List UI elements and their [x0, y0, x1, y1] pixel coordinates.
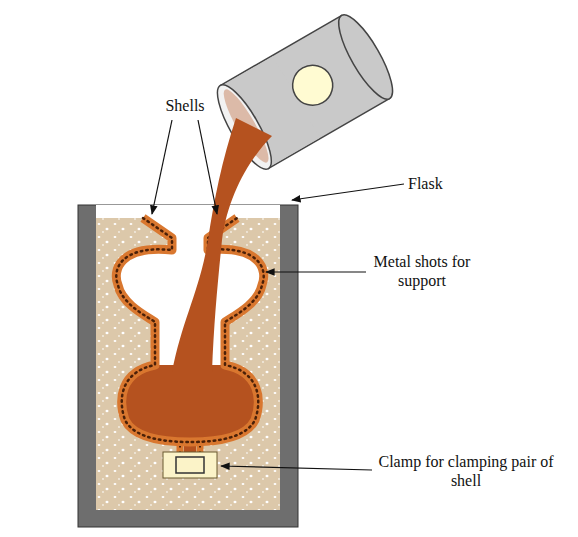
- metal-stream: [172, 118, 272, 372]
- part-label: Clamp for clamping pair of shell: [376, 452, 556, 490]
- clamp: [163, 452, 217, 478]
- part-label: Flask: [408, 174, 488, 193]
- part-label: Shells: [150, 96, 220, 115]
- part-label: Metal shots for support: [372, 252, 472, 290]
- leader-lines: [152, 120, 404, 470]
